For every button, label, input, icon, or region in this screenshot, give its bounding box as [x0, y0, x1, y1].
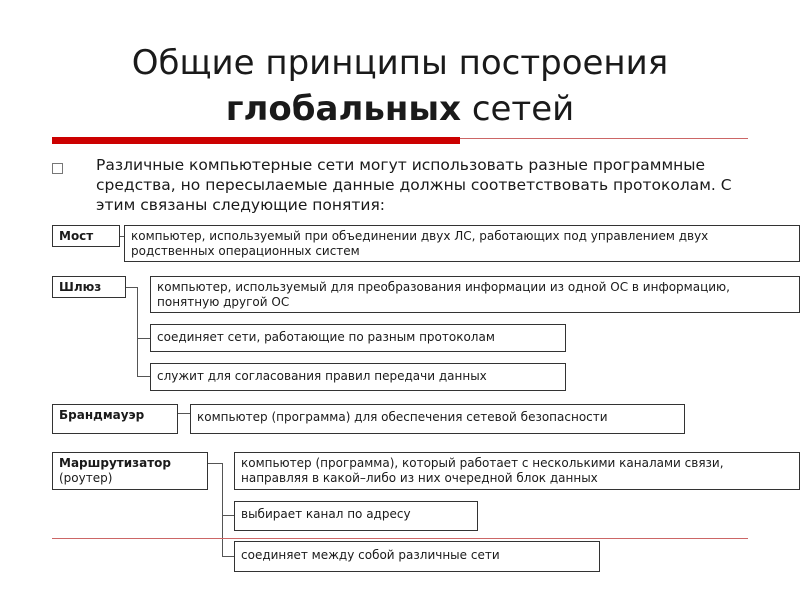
def-shluz-1: компьютер, используемый для преобразован… — [150, 276, 800, 313]
def-router-3: соединяет между собой различные сети — [234, 541, 600, 572]
connector-most — [120, 236, 124, 237]
square-bullet-icon — [52, 163, 63, 174]
term-router-sublabel: (роутер) — [59, 471, 113, 485]
connector-shluz-branch-2 — [137, 338, 150, 339]
def-most: компьютер, используемый при объединении … — [124, 225, 800, 262]
bottom-divider-line — [52, 538, 748, 539]
title-accent-bar — [52, 137, 460, 144]
connector-shluz-stub — [126, 287, 137, 288]
def-shluz-2: соединяет сети, работающие по разным про… — [150, 324, 566, 352]
slide-title: Общие принципы построения глобальных сет… — [0, 40, 800, 132]
title-rest: сетей — [461, 89, 575, 129]
def-router-1: компьютер (программа), который работает … — [234, 452, 800, 490]
connector-brandmauer — [178, 413, 190, 414]
title-divider-line — [460, 138, 748, 139]
intro-text: Различные компьютерные сети могут исполь… — [96, 156, 732, 214]
connector-shluz-trunk — [137, 287, 138, 376]
term-most: Мост — [52, 225, 120, 247]
term-router: Маршрутизатор (роутер) — [52, 452, 208, 490]
connector-router-stub — [208, 463, 222, 464]
title-bold-word: глобальных — [225, 89, 462, 129]
connector-router-branch-3 — [222, 556, 234, 557]
term-brandmauer: Брандмауэр — [52, 404, 178, 434]
def-router-2: выбирает канал по адресу — [234, 501, 478, 531]
def-brandmauer: компьютер (программа) для обеспечения се… — [190, 404, 685, 434]
connector-router-trunk — [222, 463, 223, 556]
term-shluz: Шлюз — [52, 276, 126, 298]
def-shluz-3: служит для согласования правил передачи … — [150, 363, 566, 391]
connector-router-branch-2 — [222, 515, 234, 516]
title-line-2: глобальных сетей — [0, 86, 800, 132]
term-router-label: Маршрутизатор — [59, 456, 172, 470]
connector-shluz-branch-3 — [137, 376, 150, 377]
title-line-1: Общие принципы построения — [131, 43, 669, 83]
